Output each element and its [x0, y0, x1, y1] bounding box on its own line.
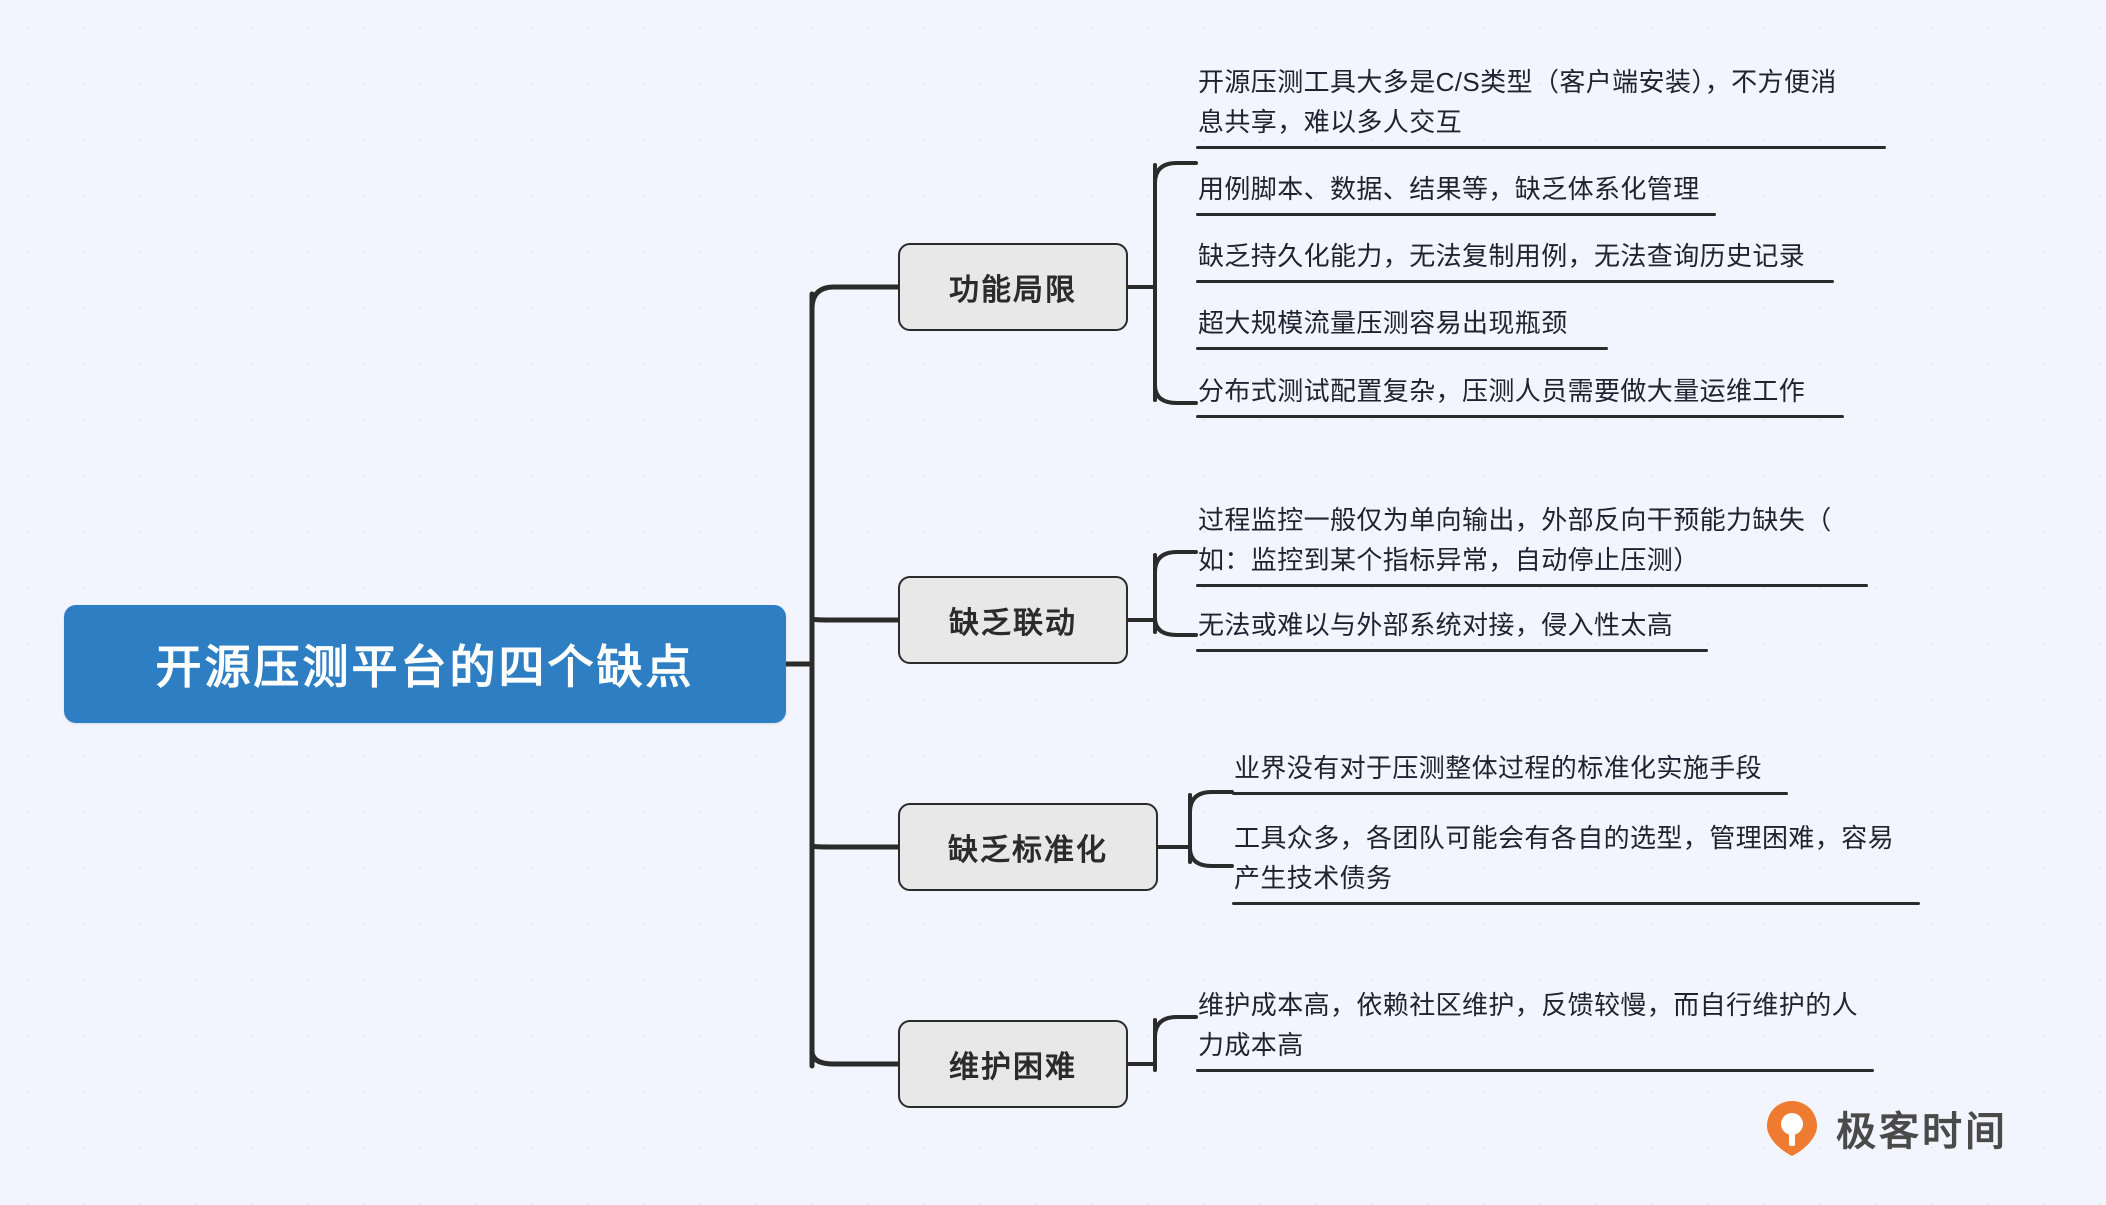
leaf-node-3-0-underline	[1196, 1069, 1874, 1072]
root-node-label: 开源压测平台的四个缺点	[155, 641, 695, 693]
leaf-node-0-4[interactable]: 分布式测试配置复杂，压测人员需要做大量运维工作	[1196, 371, 1844, 418]
leaf-node-1-1[interactable]: 无法或难以与外部系统对接，侵入性太高	[1196, 605, 1708, 652]
leaf-node-2-1[interactable]: 工具众多，各团队可能会有各自的选型，管理困难，容易 产生技术债务	[1232, 818, 1920, 905]
leaf-node-2-0[interactable]: 业界没有对于压测整体过程的标准化实施手段	[1232, 748, 1788, 795]
branch-node-2-label: 缺乏标准化	[948, 834, 1108, 867]
leaf-node-0-4-underline	[1196, 415, 1844, 418]
root-node[interactable]: 开源压测平台的四个缺点	[64, 605, 786, 723]
edge-branch0-leaf0	[1153, 161, 1198, 185]
branch-node-3-label: 维护困难	[949, 1051, 1077, 1084]
leaf-node-2-0-text: 业界没有对于压测整体过程的标准化实施手段	[1234, 753, 1763, 783]
leaf-node-0-2[interactable]: 缺乏持久化能力，无法复制用例，无法查询历史记录	[1196, 236, 1834, 283]
branch-node-1-label: 缺乏联动	[949, 607, 1077, 640]
branch-node-0[interactable]: 功能局限	[898, 243, 1128, 331]
watermark-brand-text: 极客时间	[1836, 1110, 2008, 1154]
branch-node-3[interactable]: 维护困难	[898, 1020, 1128, 1108]
leaf-node-3-0-text: 维护成本高，依赖社区维护，反馈较慢，而自行维护的人 力成本高	[1198, 990, 1859, 1060]
leaf-node-1-1-underline	[1196, 649, 1708, 652]
branch-node-1[interactable]: 缺乏联动	[898, 576, 1128, 664]
leaf-node-2-1-underline	[1232, 902, 1920, 905]
edge-to-branch-3	[809, 1048, 901, 1067]
edge-branch3-leaf0	[1153, 1015, 1198, 1039]
edge-branch1-leaf1	[1153, 616, 1198, 637]
leaf-node-0-2-text: 缺乏持久化能力，无法复制用例，无法查询历史记录	[1198, 241, 1806, 271]
edge-branch2-leaf1	[1188, 846, 1234, 868]
leaf-node-0-1[interactable]: 用例脚本、数据、结果等，缺乏体系化管理	[1196, 169, 1716, 216]
watermark: 极客时间	[1762, 1098, 2008, 1158]
leaf-node-0-2-underline	[1196, 280, 1834, 283]
leaf-node-0-0-underline	[1196, 146, 1886, 149]
geektime-logo-icon	[1762, 1098, 1822, 1158]
leaf-node-0-3-underline	[1196, 347, 1608, 350]
leaf-node-0-4-text: 分布式测试配置复杂，压测人员需要做大量运维工作	[1198, 376, 1806, 406]
leaf-node-3-0[interactable]: 维护成本高，依赖社区维护，反馈较慢，而自行维护的人 力成本高	[1196, 985, 1874, 1072]
edge-branch1-leaf0	[1153, 550, 1198, 574]
leaf-node-2-0-underline	[1232, 792, 1788, 795]
leaf-node-0-0[interactable]: 开源压测工具大多是C/S类型（客户端安装），不方便消 息共享，难以多人交互	[1196, 62, 1886, 149]
edge-to-branch-0	[809, 284, 901, 312]
leaf-node-0-3-text: 超大规模流量压测容易出现瓶颈	[1198, 308, 1568, 338]
leaf-node-0-1-underline	[1196, 213, 1716, 216]
leaf-node-0-0-text: 开源压测工具大多是C/S类型（客户端安装），不方便消 息共享，难以多人交互	[1198, 67, 1837, 137]
branch-node-2[interactable]: 缺乏标准化	[898, 803, 1158, 891]
leaf-node-1-0-underline	[1196, 584, 1868, 587]
leaf-node-0-3[interactable]: 超大规模流量压测容易出现瓶颈	[1196, 303, 1608, 350]
leaf-node-2-1-text: 工具众多，各团队可能会有各自的选型，管理困难，容易 产生技术债务	[1234, 823, 1895, 893]
leaf-node-0-1-text: 用例脚本、数据、结果等，缺乏体系化管理	[1198, 174, 1700, 204]
edge-branch2-leaf0	[1188, 790, 1234, 814]
leaf-node-1-0[interactable]: 过程监控一般仅为单向输出，外部反向干预能力缺失（ 如：监控到某个指标异常，自动停…	[1196, 500, 1868, 587]
edge-to-branch-2	[809, 843, 901, 850]
edge-to-branch-1	[809, 616, 901, 623]
leaf-node-1-1-text: 无法或难以与外部系统对接，侵入性太高	[1198, 610, 1674, 640]
leaf-node-1-0-text: 过程监控一般仅为单向输出，外部反向干预能力缺失（ 如：监控到某个指标异常，自动停…	[1198, 505, 1832, 575]
edge-branch0-leaf4	[1153, 383, 1198, 405]
branch-node-0-label: 功能局限	[949, 274, 1077, 307]
